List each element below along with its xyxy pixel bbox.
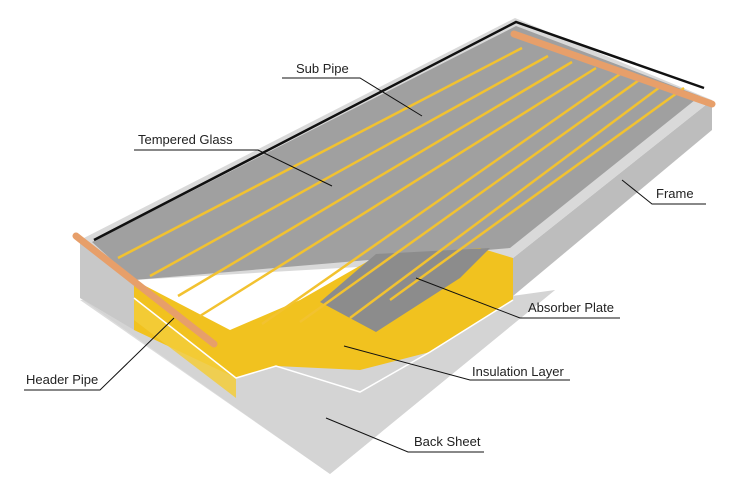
glass-edge-line bbox=[93, 20, 705, 242]
leader-tempered-glass bbox=[134, 149, 333, 187]
insulation-layer-front bbox=[134, 298, 236, 398]
leader-insulation-layer bbox=[343, 345, 570, 381]
sub-pipe bbox=[299, 76, 643, 324]
glass-surface bbox=[92, 26, 700, 280]
leader-frame bbox=[621, 179, 706, 205]
leader-absorber-plate bbox=[415, 277, 620, 319]
sub-pipe bbox=[199, 66, 597, 318]
header-pipe-top bbox=[510, 30, 716, 108]
leader-back-sheet bbox=[325, 417, 484, 453]
sub-pipe bbox=[149, 54, 549, 278]
sub-pipe bbox=[117, 46, 523, 260]
sub-pipes bbox=[117, 46, 685, 326]
label-tempered-glass: Tempered Glass bbox=[138, 132, 233, 147]
insulation-layer-edge bbox=[133, 297, 514, 393]
label-absorber-plate: Absorber Plate bbox=[528, 300, 614, 315]
label-sub-pipe: Sub Pipe bbox=[296, 61, 349, 76]
sub-pipe bbox=[389, 86, 685, 302]
sub-pipe bbox=[177, 60, 573, 298]
sub-pipe bbox=[261, 72, 621, 326]
sub-pipe bbox=[349, 82, 665, 320]
frame-right-side-face bbox=[513, 100, 712, 296]
frame-front-left-face bbox=[80, 240, 134, 330]
header-pipe-bottom bbox=[72, 232, 218, 348]
leader-header-pipe bbox=[24, 317, 175, 391]
label-insulation-layer: Insulation Layer bbox=[472, 364, 564, 379]
leader-sub-pipe bbox=[282, 77, 423, 117]
label-back-sheet: Back Sheet bbox=[414, 434, 481, 449]
label-header-pipe: Header Pipe bbox=[26, 372, 98, 387]
label-frame: Frame bbox=[656, 186, 694, 201]
